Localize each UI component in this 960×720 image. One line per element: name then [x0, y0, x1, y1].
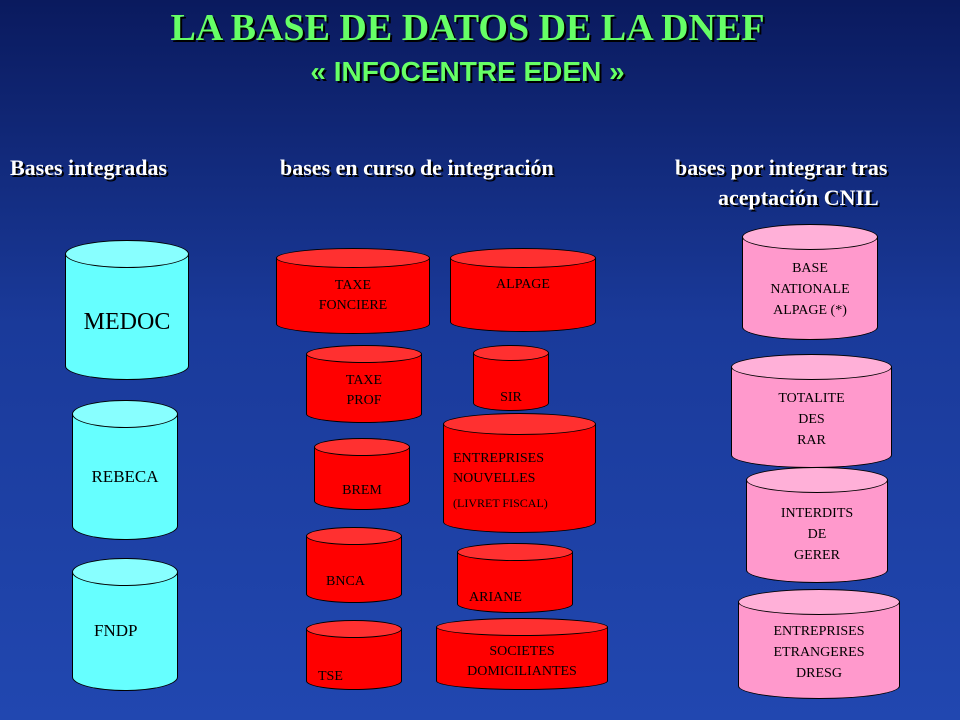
db-cylinder-rebeca: REBECA	[72, 400, 178, 540]
db-cylinder-tse: TSE	[306, 620, 402, 690]
db-cylinder-brem: BREM	[314, 438, 410, 510]
db-label: TOTALITE DES RAR	[778, 391, 845, 448]
db-cylinder-totalite-des-rar: TOTALITE DES RAR	[731, 354, 892, 468]
db-label: ALPAGE	[496, 277, 550, 292]
db-cylinder-taxe-prof: TAXE PROF	[306, 345, 422, 423]
db-label: TAXE FONCIERE	[318, 278, 388, 313]
db-cylinder-base-nationale-alpage: BASE NATIONALE ALPAGE (*)	[742, 224, 878, 340]
db-cylinder-sir: SIR	[473, 345, 549, 411]
db-label: REBECA	[91, 467, 159, 486]
db-label: FNDP	[94, 621, 138, 640]
db-label: TAXE PROF	[345, 373, 383, 408]
db-cylinder-taxe-fonciere: TAXE FONCIERE	[276, 248, 430, 334]
db-cylinder-entreprises-etrangeres-dresg: ENTREPRISES ETRANGERES DRESG	[738, 589, 900, 699]
db-label: ENTREPRISES ETRANGERES DRESG	[773, 624, 865, 681]
db-label: SIR	[500, 390, 522, 405]
db-label-sub: (LIVRET FISCAL)	[453, 496, 548, 510]
page-title: LA BASE DE DATOS DE LA DNEF	[170, 7, 765, 49]
db-cylinder-entreprises-nouvelles: ENTREPRISES NOUVELLES (LIVRET FISCAL)	[443, 413, 596, 533]
column-header-pending-2: aceptación CNIL	[718, 185, 879, 210]
db-label: SOCIETES DOMICILIANTES	[467, 644, 577, 679]
db-cylinder-fndp: FNDP	[72, 558, 178, 691]
column-header-pending-1: bases por integrar tras	[675, 155, 888, 180]
db-cylinder-alpage: ALPAGE	[450, 248, 596, 332]
db-label: ARIANE	[469, 590, 522, 605]
page-subtitle: « INFOCENTRE EDEN »	[310, 56, 625, 87]
column-header-in-progress: bases en curso de integración	[280, 155, 554, 180]
db-cylinder-ariane: ARIANE	[457, 543, 573, 613]
db-cylinder-interdits-de-gerer: INTERDITS DE GERER	[746, 467, 888, 583]
db-cylinder-bnca: BNCA	[306, 527, 402, 603]
db-label: ENTREPRISES NOUVELLES	[453, 451, 545, 486]
column-header-integrated: Bases integradas	[10, 155, 168, 180]
db-cylinder-medoc: MEDOC	[65, 240, 189, 380]
db-label: BASE NATIONALE ALPAGE (*)	[770, 261, 850, 318]
db-label: MEDOC	[83, 309, 171, 335]
db-label: INTERDITS DE GERER	[780, 506, 854, 563]
db-label: BNCA	[326, 574, 365, 589]
db-label: BREM	[342, 483, 382, 498]
db-cylinder-societes-domiciliantes: SOCIETES DOMICILIANTES	[436, 618, 608, 690]
db-label: TSE	[318, 669, 343, 684]
